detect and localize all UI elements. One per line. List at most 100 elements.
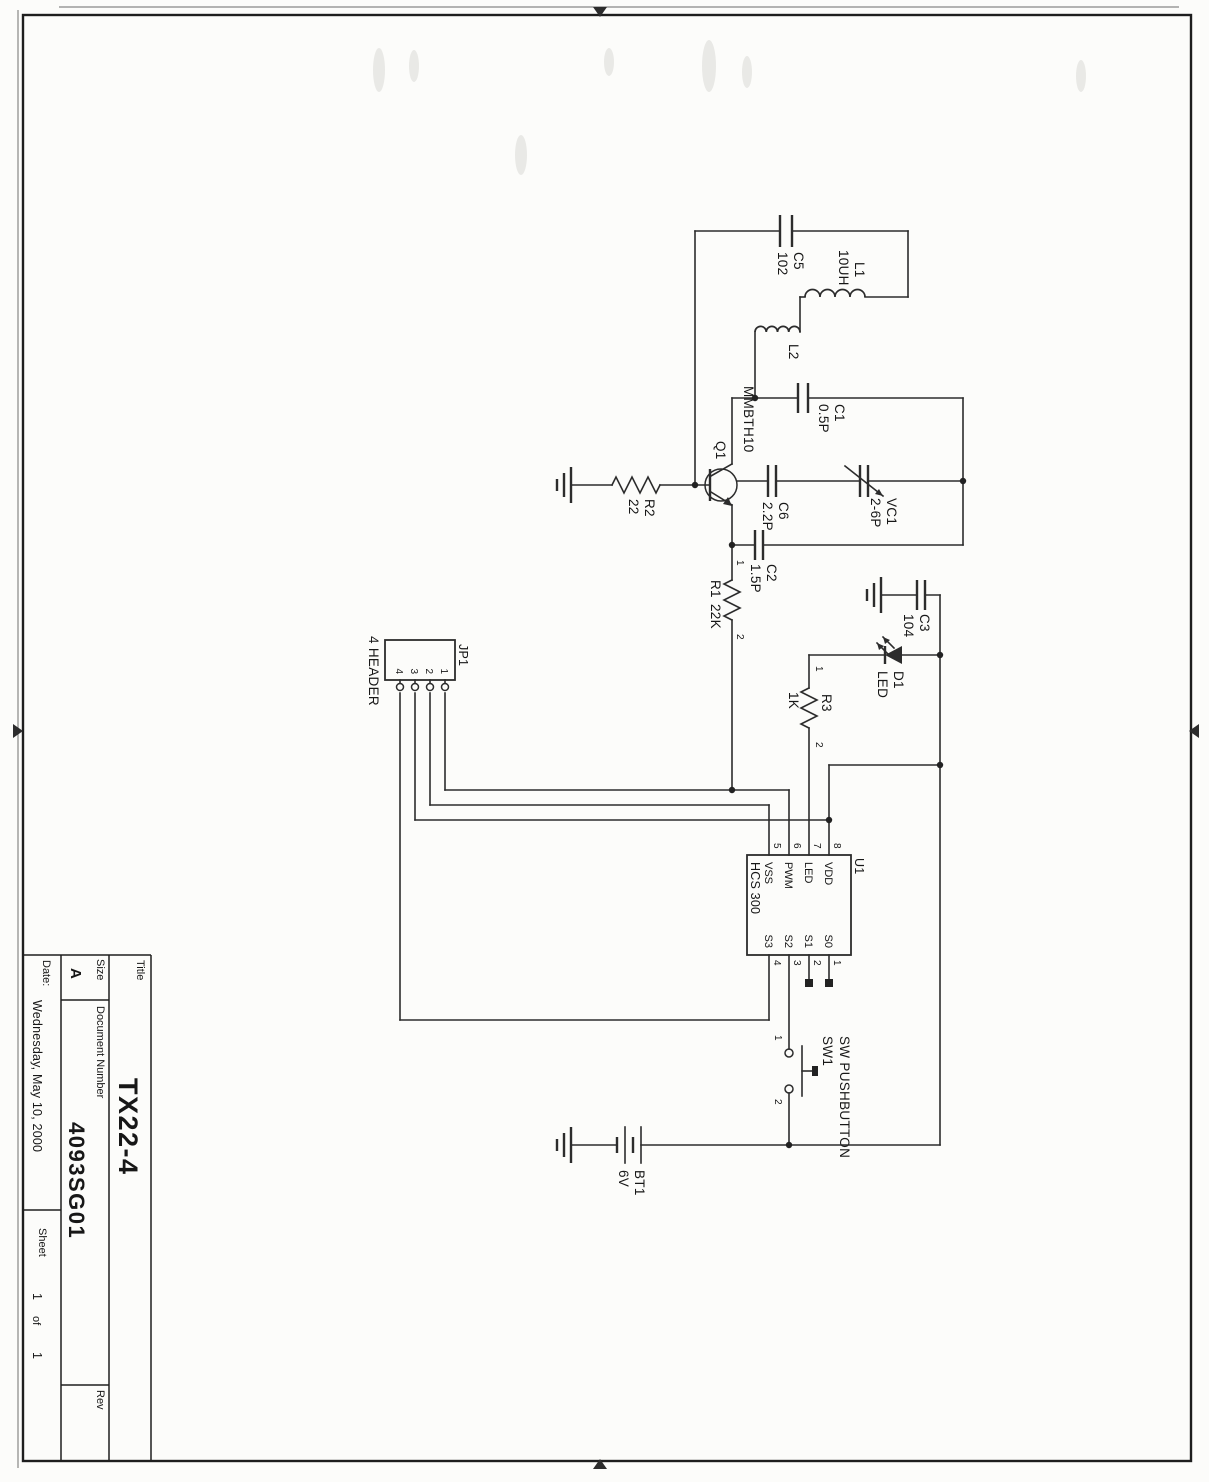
u1-pin4-number: 4 — [771, 960, 782, 966]
rev-label: Rev — [94, 1390, 106, 1410]
d1-value-label: LED — [875, 671, 890, 698]
c2-value-label: 1.5P — [748, 564, 763, 593]
l1-inductor: L1 10UH — [799, 250, 909, 298]
r3-pin1-number: 1 — [813, 666, 824, 672]
sw1-pin1-number: 1 — [772, 1035, 783, 1041]
d1-led: D1 LED — [808, 635, 941, 698]
sw1-value-label: SW PUSHBUTTON — [837, 1036, 852, 1158]
u1-pin6-number: 6 — [791, 843, 802, 849]
c5-value-label: 102 — [775, 252, 790, 275]
sw1-actuator-icon — [812, 1066, 818, 1076]
sheet-border — [13, 6, 1199, 1469]
sw1-pushbutton: SW PUSHBUTTON SW1 1 2 — [772, 954, 852, 1158]
vc1-value-label: 2-6P — [868, 498, 883, 528]
vc1-arrow-icon — [875, 489, 883, 496]
led-emission-arrow-icon — [883, 637, 890, 644]
sheet-label: Sheet — [36, 1228, 48, 1257]
border-arrow-icon — [1189, 724, 1199, 738]
u1-refdes-label: U1 — [852, 858, 866, 874]
title-label: Title — [134, 960, 146, 980]
r1-resistor: R1 22K 1 2 — [708, 544, 745, 791]
c6-capacitor: C6 2.2P — [736, 465, 861, 531]
r2-refdes-label: R2 — [642, 499, 657, 517]
r2-value-label: 22 — [626, 499, 641, 515]
q1-emitter-arrow-icon — [723, 497, 732, 506]
sw1-refdes-label: SW1 — [820, 1036, 835, 1066]
border-arrow-icon — [13, 724, 23, 738]
bt1-refdes-label: BT1 — [632, 1170, 647, 1196]
ground-symbol-q1 — [555, 467, 573, 503]
vc1-refdes-label: VC1 — [884, 498, 899, 525]
d1-refdes-label: D1 — [891, 671, 906, 689]
u1-pin-name-s1: S1 — [802, 935, 814, 948]
u1-pin3-number: 3 — [791, 960, 802, 966]
u1-pin5-number: 5 — [771, 843, 782, 849]
sw1-pin2-number: 2 — [772, 1099, 783, 1105]
q1-refdes-label: Q1 — [713, 441, 728, 460]
u1-part-label: HCS 300 — [748, 862, 762, 914]
c6-refdes-label: C6 — [776, 502, 791, 520]
c1-refdes-label: C1 — [832, 404, 847, 422]
jp1-value-label: 4 HEADER — [366, 636, 381, 706]
r3-refdes-label: R3 — [819, 694, 834, 712]
c2-capacitor: C2 1.5P — [731, 530, 964, 593]
u1-pin-name-pwm: PWM — [782, 862, 794, 889]
vc1-trimmer-capacitor: VC1 2-6P — [843, 464, 964, 528]
jp1-refdes-label: JP1 — [456, 644, 470, 666]
jp1-pin3-number: 3 — [408, 668, 419, 674]
title-block: Title TX22-4 Size A Document Number 4093… — [23, 954, 152, 1461]
u1-pin-name-vdd: VDD — [822, 862, 834, 885]
scan-artifacts — [373, 40, 1086, 175]
bt1-value-label: 6V — [616, 1170, 631, 1187]
wire-vdd-rail — [828, 594, 941, 1146]
sheet-of-label: of — [30, 1316, 42, 1326]
r3-pin2-number: 2 — [813, 742, 824, 748]
u1-pin-name-vss: VSS — [762, 862, 774, 884]
c3-value-label: 104 — [901, 614, 916, 638]
u1-pin-name-led: LED — [802, 862, 814, 883]
u1-pin-name-s0: S0 — [822, 935, 834, 948]
border-arrow-icon — [593, 7, 607, 17]
r2-resistor: R2 22 — [570, 475, 662, 517]
bt1-battery: BT1 6V — [570, 1126, 941, 1196]
document-number: 4093SG01 — [64, 1122, 89, 1239]
border-arrow-icon — [593, 1459, 607, 1469]
q1-transistor: Q1 MMBTH10 — [659, 386, 756, 546]
l2-refdes-label: L2 — [786, 344, 801, 360]
l2-inductor: L2 — [754, 296, 801, 399]
wire-c5-feedback — [694, 230, 909, 486]
r1-pin2-number: 2 — [734, 634, 745, 640]
c2-refdes-label: C2 — [764, 564, 779, 582]
c5-refdes-label: C5 — [791, 252, 806, 270]
l1-value-label: 10UH — [836, 250, 851, 286]
r1-value-label: 22K — [708, 604, 723, 629]
s1-jumper-pad — [805, 979, 813, 987]
jp1-pin4-number: 4 — [393, 668, 404, 674]
r3-value-label: 1K — [786, 692, 801, 709]
r1-refdes-label: R1 — [708, 580, 723, 598]
ground-symbol-bt1 — [555, 1127, 573, 1163]
c6-value-label: 2.2P — [760, 502, 775, 531]
sheet-number: 1 — [30, 1293, 44, 1300]
ground-symbol-c3 — [865, 577, 883, 613]
u1-ic: U1 HCS 300 VDD LED PWM VSS 8 7 6 5 S0 S1… — [746, 764, 866, 1021]
jp1-header: 1 2 3 4 JP1 4 HEADER — [366, 636, 470, 706]
jp1-pin1-number: 1 — [438, 668, 449, 674]
date-label: Date: — [40, 960, 52, 986]
r1-pin1-number: 1 — [734, 560, 745, 566]
sheet-total: 1 — [30, 1352, 44, 1359]
u1-pin-name-s3: S3 — [762, 935, 774, 948]
sheet-title: TX22-4 — [113, 1078, 143, 1176]
jp1-pin2-number: 2 — [423, 668, 434, 674]
c1-capacitor: C1 0.5P — [731, 383, 964, 433]
c3-capacitor: C3 104 — [880, 580, 941, 638]
led-emission-arrow-icon — [877, 643, 884, 650]
date-value: Wednesday, May 10, 2000 — [30, 1000, 44, 1152]
u1-pin1-number: 1 — [831, 960, 842, 966]
u1-pin8-number: 8 — [831, 843, 842, 849]
c3-refdes-label: C3 — [917, 614, 932, 632]
u1-pin-name-s2: S2 — [782, 935, 794, 948]
